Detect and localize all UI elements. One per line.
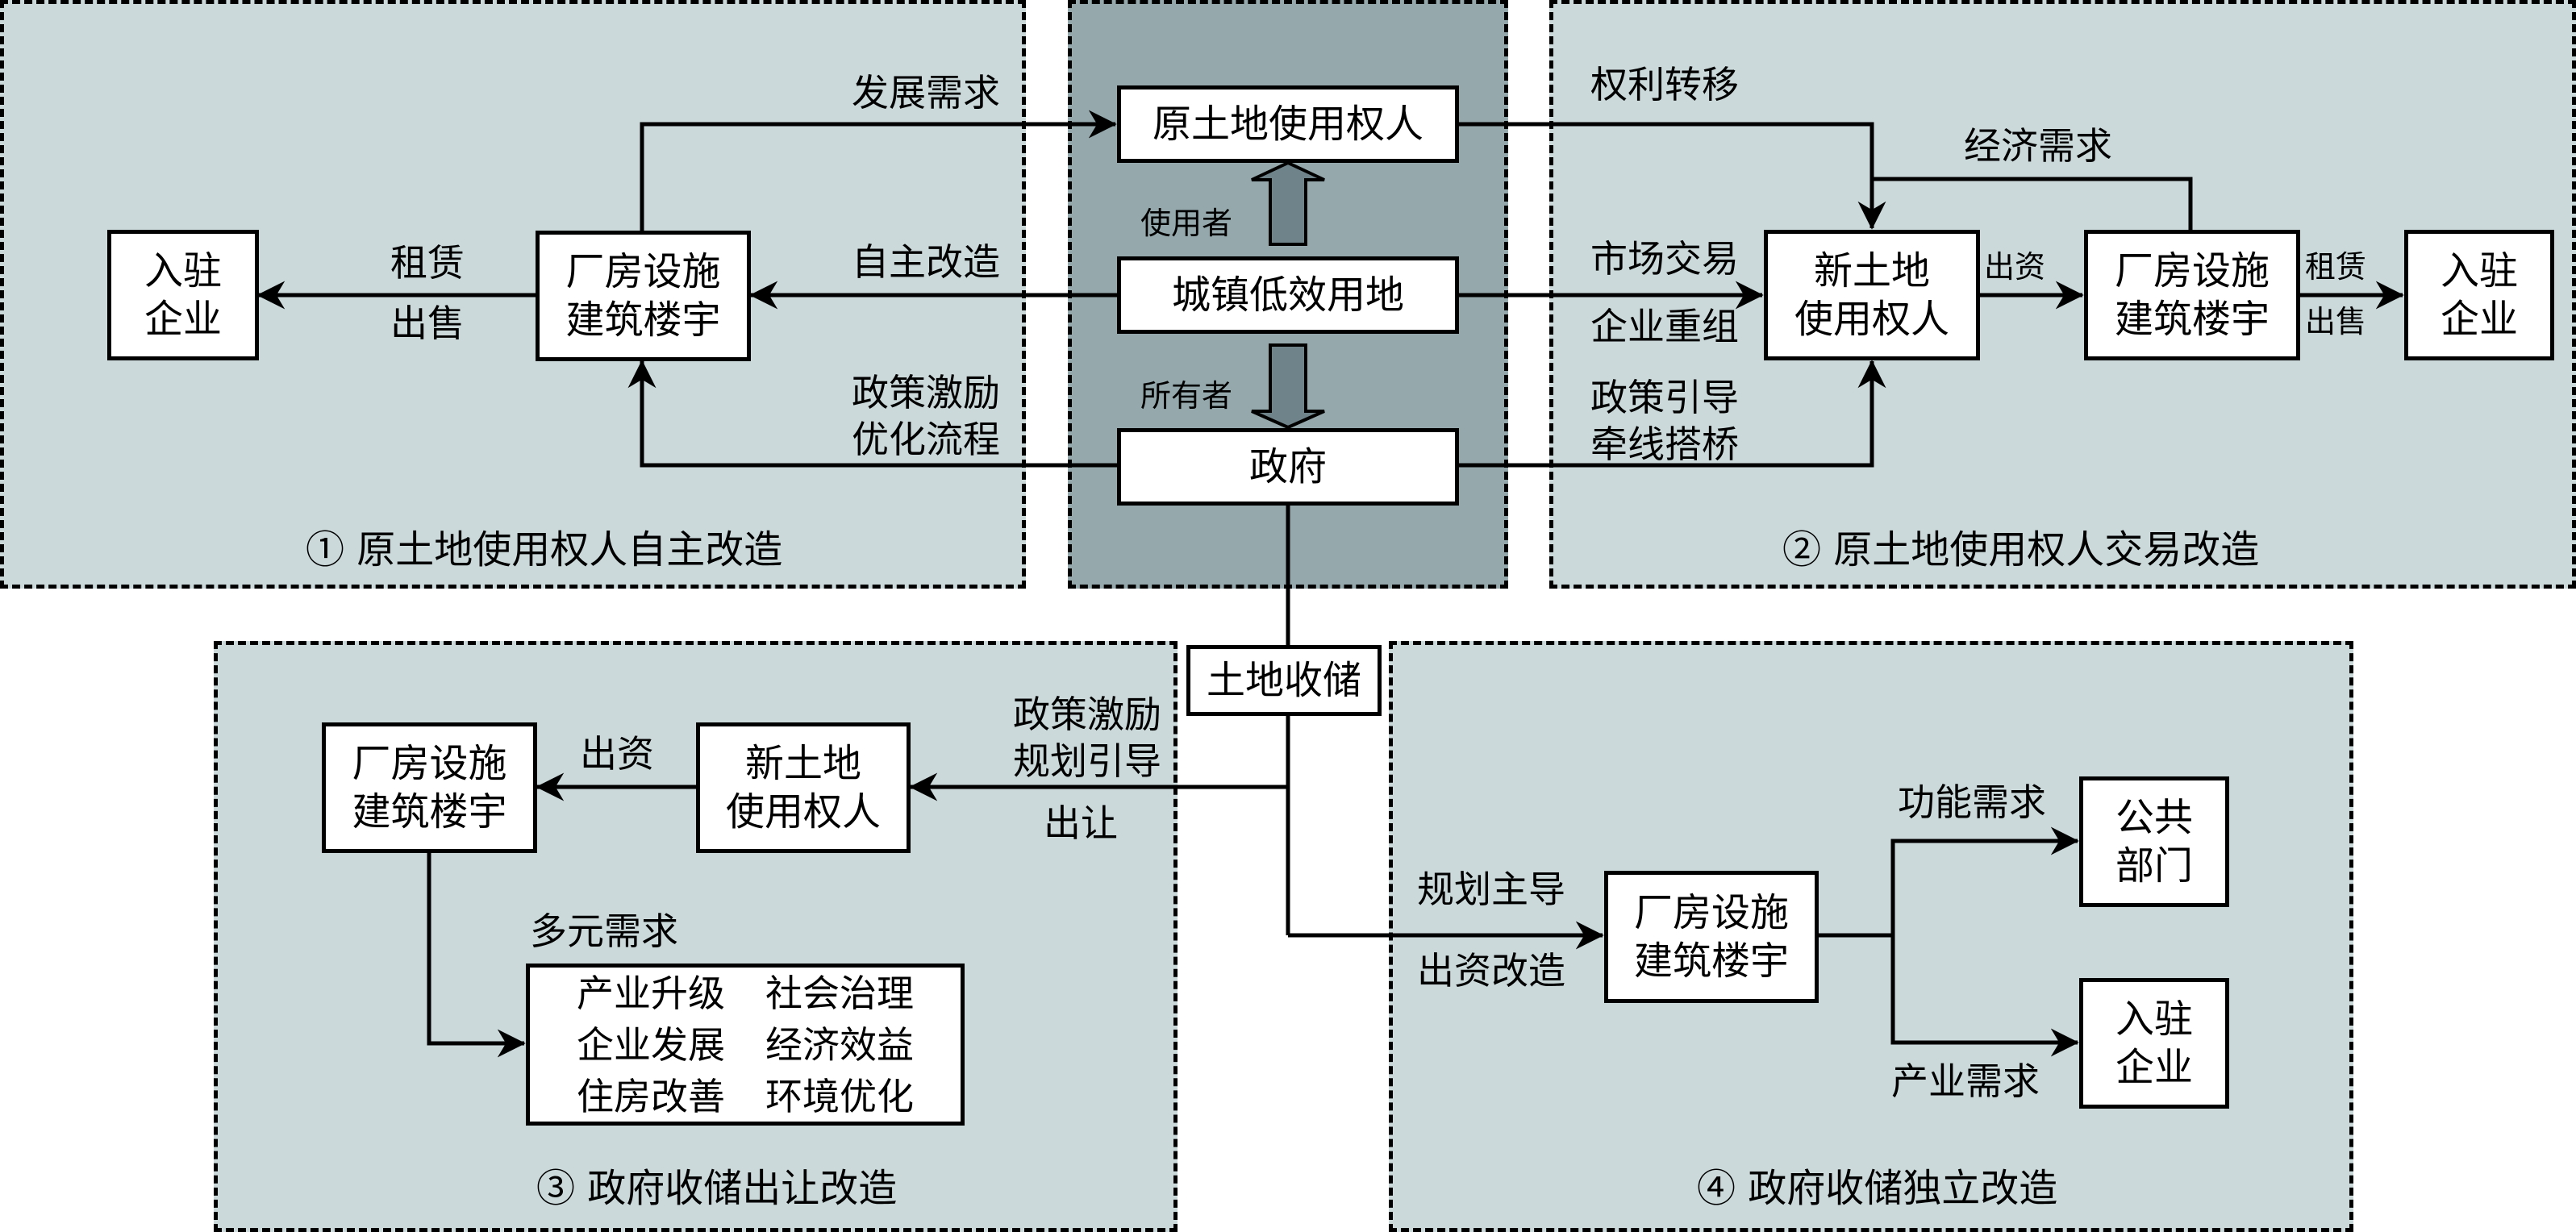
low-efficiency-land-box: 城镇低效用地 [1117,256,1459,334]
p4-invest-label: 出资改造 [1417,949,1565,993]
p3-policy-label: 政策激励 规划引导 [1013,693,1161,783]
p1-sale-label: 出售 [390,302,465,345]
need-item: 企业发展 [577,1022,725,1067]
panel-1-title: ① 原土地使用权人自主改造 [306,527,783,572]
p2-policy-label: 政策引导 牵线搭桥 [1590,376,1739,466]
need-item: 产业升级 [577,971,725,1015]
p1-enterprise-box: 入驻 企业 [107,230,259,360]
p3-new-holder-box: 新土地 使用权人 [696,722,911,853]
p2-enterprise-box: 入驻 企业 [2404,230,2554,360]
p1-factory-box: 厂房设施 建筑楼宇 [536,231,751,361]
p1-lease-label: 租赁 [390,241,465,285]
p1-self-renovation-label: 自主改造 [852,240,1000,284]
need-item: 环境优化 [765,1074,914,1118]
owner-label: 所有者 [1140,378,1233,414]
p1-development-demand-label: 发展需求 [852,71,1000,114]
p2-sale-label: 出售 [2305,304,2367,339]
p2-economic-demand-label: 经济需求 [1964,124,2112,168]
need-item: 社会治理 [765,971,914,1015]
need-item: 经济效益 [765,1022,914,1067]
p4-enterprise-box: 入驻 企业 [2079,978,2229,1109]
p3-invest-label: 出资 [580,732,654,776]
p2-factory-box: 厂房设施 建筑楼宇 [2084,230,2300,360]
p4-factory-box: 厂房设施 建筑楼宇 [1604,871,1819,1003]
p3-needs-title: 多元需求 [530,909,678,953]
p2-invest-label: 出资 [1984,249,2046,285]
p2-market-trade-label: 市场交易 [1590,237,1739,281]
p1-policy-label: 政策激励 优化流程 [852,371,1000,461]
p4-planning-label: 规划主导 [1417,868,1565,911]
p2-restructure-label: 企业重组 [1590,305,1739,348]
p4-function-demand-label: 功能需求 [1898,780,2046,824]
original-holder-box: 原土地使用权人 [1117,85,1459,163]
government-box: 政府 [1117,428,1459,506]
user-label: 使用者 [1140,206,1233,241]
panel-4-reserve-independent [1389,641,2353,1232]
p4-public-box: 公共 部门 [2079,776,2229,907]
need-item: 住房改善 [577,1074,725,1118]
p3-factory-box: 厂房设施 建筑楼宇 [322,722,537,853]
panel-2-title: ② 原土地使用权人交易改造 [1782,527,2260,572]
panel-3-title: ③ 政府收储出让改造 [536,1166,898,1211]
land-reserve-box: 土地收储 [1186,645,1382,716]
p2-new-holder-box: 新土地 使用权人 [1764,230,1980,360]
p2-rights-transfer-label: 权利转移 [1590,63,1739,106]
panel-4-title: ④ 政府收储独立改造 [1697,1166,2058,1211]
p2-lease-label: 租赁 [2305,249,2367,285]
p4-industry-demand-label: 产业需求 [1891,1059,2040,1103]
p3-needs-box: 产业升级 社会治理 企业发展 经济效益 住房改善 环境优化 [526,964,965,1126]
p3-transfer-label: 出让 [1044,801,1118,845]
